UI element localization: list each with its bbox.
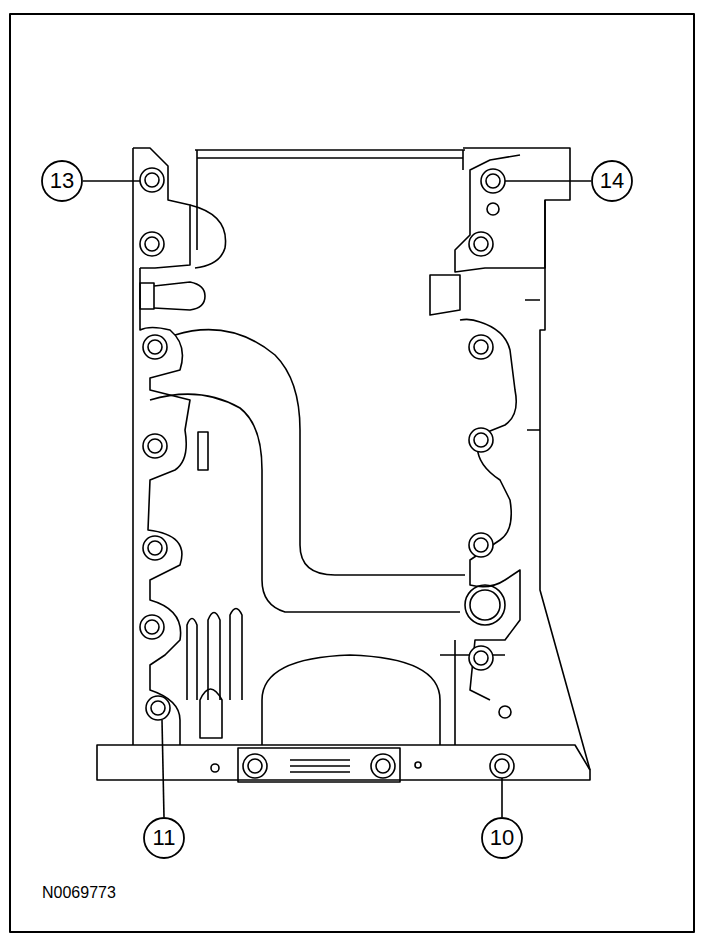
pan-detail <box>440 640 505 745</box>
leader-line <box>162 720 164 817</box>
bolt <box>469 533 493 557</box>
bolt <box>146 696 170 720</box>
callout-circle <box>482 818 522 858</box>
bolt <box>469 646 493 670</box>
callout-number: 10 <box>490 827 514 849</box>
callout-number: 11 <box>153 827 176 849</box>
plate-slot <box>290 760 350 772</box>
baffle-plate <box>238 748 400 782</box>
pan-wall <box>133 148 190 268</box>
pan-opening <box>200 689 222 738</box>
pan-bolt <box>140 283 154 309</box>
bolt <box>469 232 493 256</box>
pan-hole <box>499 706 511 718</box>
figure-id: N0069773 <box>42 885 116 901</box>
callout-circle <box>592 161 632 201</box>
callout-number: 13 <box>50 170 74 192</box>
pan-boss <box>190 205 226 268</box>
bolt <box>469 335 493 359</box>
pan-hole <box>211 764 219 772</box>
pan-slot <box>187 609 242 701</box>
pan-flange <box>460 319 520 700</box>
bolt <box>243 754 267 778</box>
callout-circle <box>42 161 82 201</box>
frame <box>10 14 694 932</box>
pan-boss <box>154 282 205 310</box>
callout-number: 14 <box>600 170 624 192</box>
callout-circle <box>144 818 184 858</box>
pan-detail <box>525 300 540 430</box>
bolt <box>140 232 164 256</box>
pan-channel <box>175 330 465 575</box>
pan-wall <box>540 200 590 770</box>
pan-boss <box>430 275 460 315</box>
pan-hole <box>415 762 421 768</box>
bolt <box>143 434 167 458</box>
pan-channel <box>150 394 460 612</box>
pan-wall <box>455 148 570 272</box>
bolt <box>140 615 164 639</box>
bolt <box>143 335 167 359</box>
bolt <box>371 754 395 778</box>
pan-flange-bottom <box>97 745 590 780</box>
bolt <box>140 168 164 192</box>
pan-flange <box>140 268 190 745</box>
leader-line <box>501 778 503 817</box>
pan-rail <box>195 150 465 250</box>
bolt <box>143 536 167 560</box>
pan-wall <box>132 148 134 745</box>
drain-plug <box>465 585 505 625</box>
leader-line <box>83 180 140 182</box>
logo-plate <box>198 432 208 470</box>
bolt <box>490 754 514 778</box>
bolt <box>469 428 493 452</box>
drain-plug <box>470 590 500 620</box>
pan-dome <box>262 655 440 745</box>
leader-line <box>505 180 591 182</box>
pan-hole <box>487 203 499 215</box>
bolt <box>481 169 505 193</box>
